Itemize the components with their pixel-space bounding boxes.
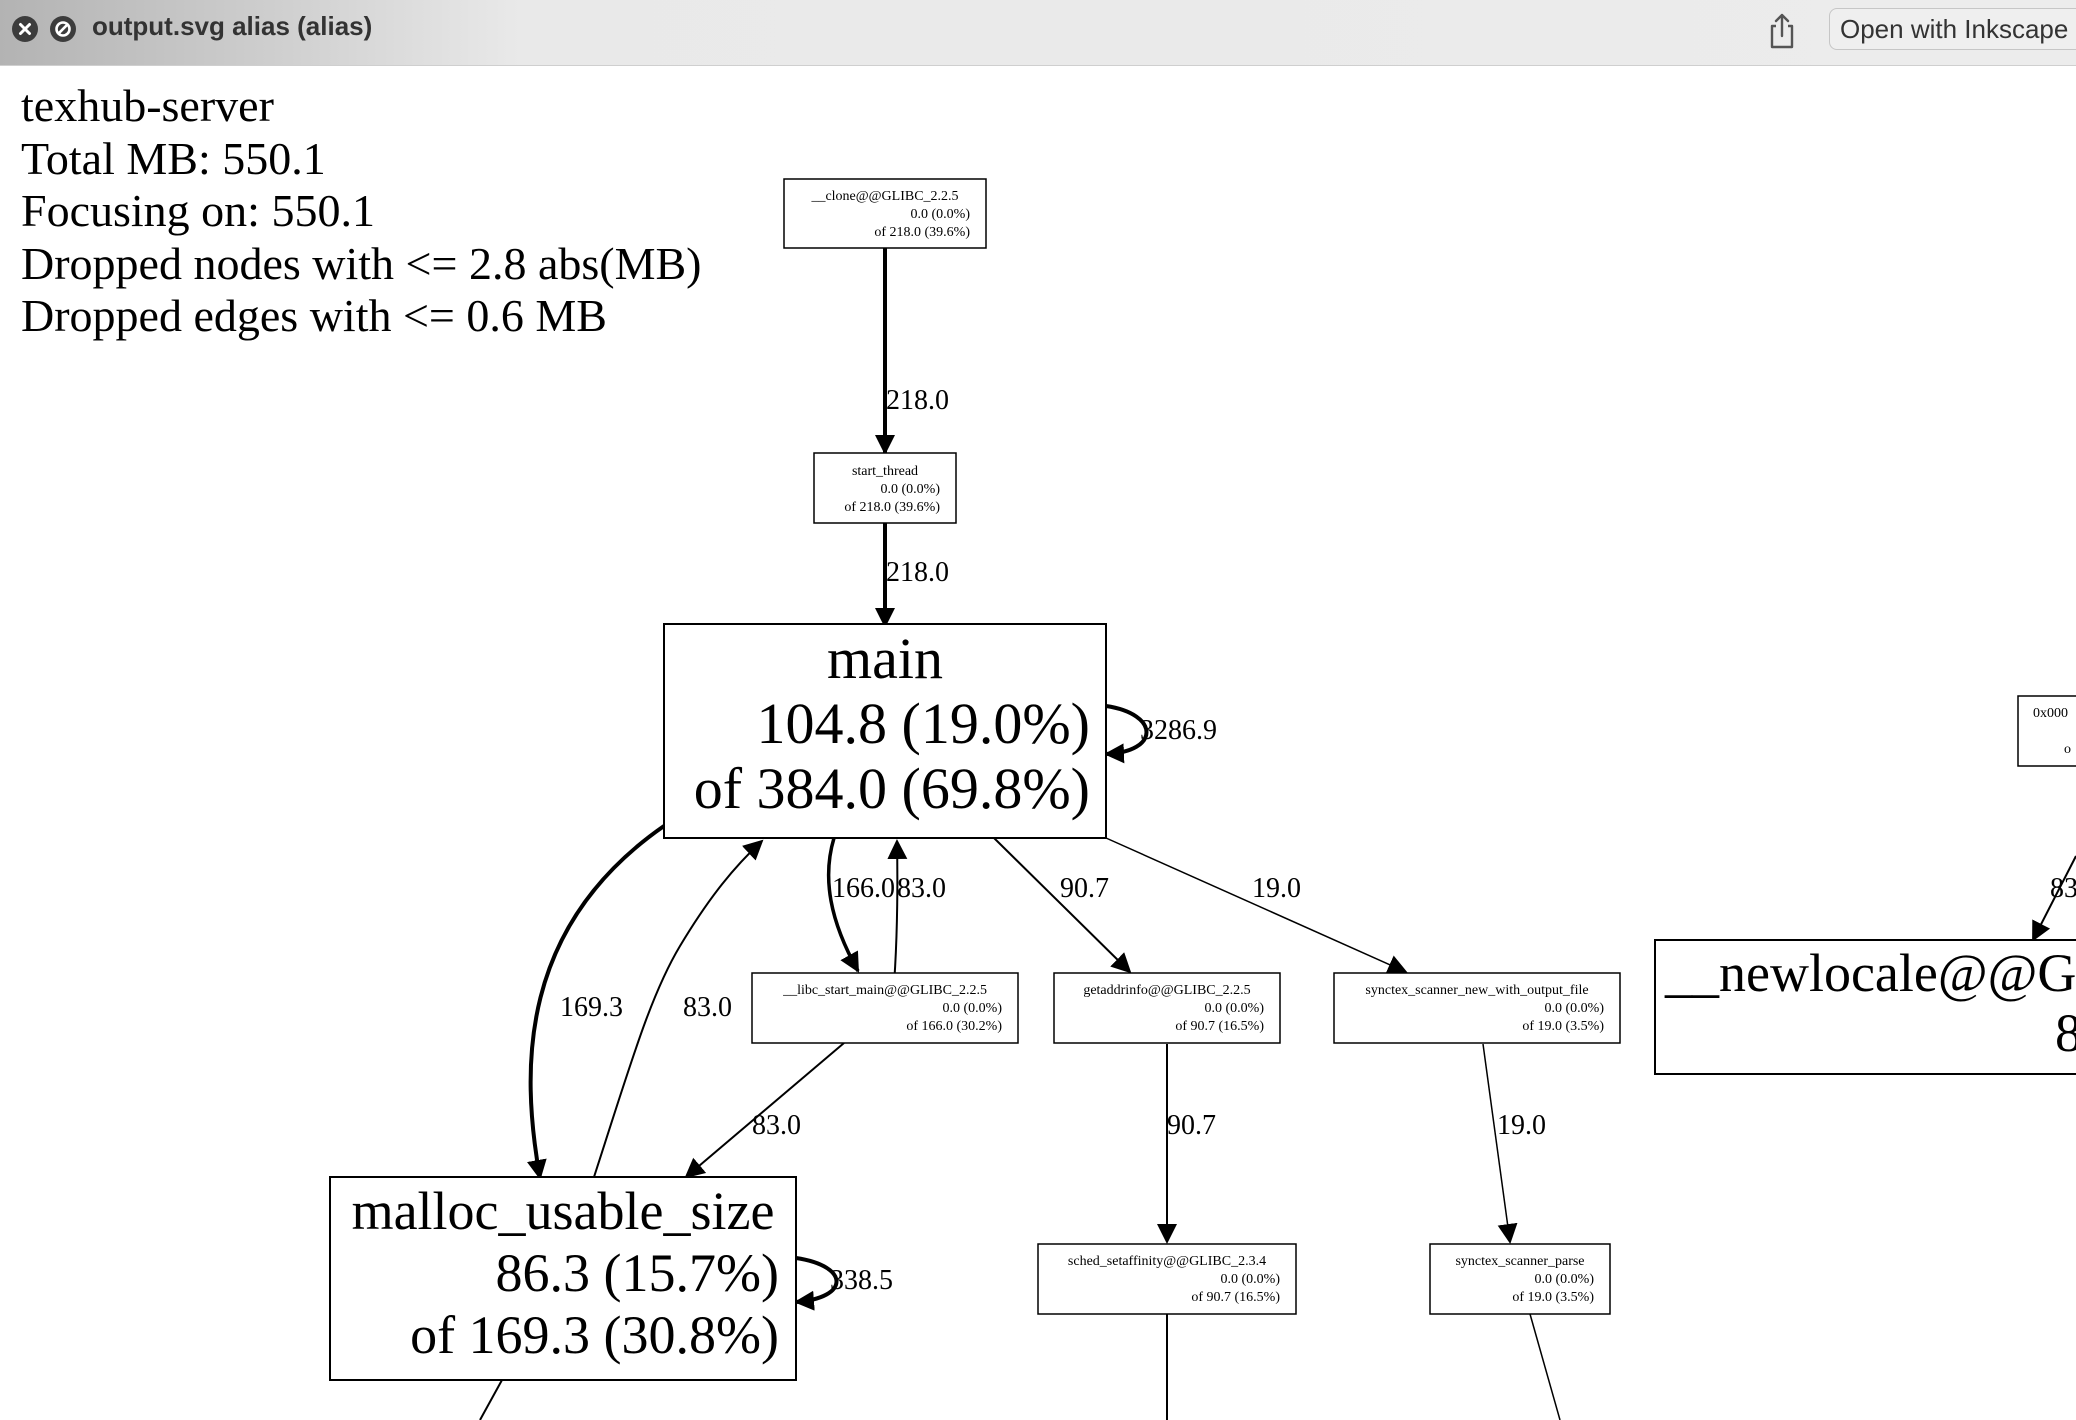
node-malloc-usable-size[interactable]: malloc_usable_size 86.3 (15.7%) of 169.3… [329, 1176, 797, 1381]
edge-label: 83.0 [897, 873, 946, 904]
legend-focus: Focusing on: 550.1 [21, 185, 375, 236]
node-main[interactable]: main 104.8 (19.0%) of 384.0 (69.8%) [663, 623, 1107, 839]
node-cum: of 166.0 (30.2%) [906, 1019, 1002, 1034]
node-cum: of 169.3 (30.8%) [410, 1305, 779, 1365]
node-name: __libc_start_main@@GLIBC_2.2.5 [782, 983, 987, 998]
edge-malloc-outgoing [479, 1379, 503, 1420]
no-entry-icon [55, 21, 71, 37]
graph-legend: texhub-server Total MB: 550.1 Focusing o… [21, 80, 701, 343]
node-clone[interactable]: __clone@@GLIBC_2.2.5 0.0 (0.0%) of 218.0… [783, 178, 987, 249]
share-icon [1770, 13, 1794, 49]
node-flat: 0.0 (0.0%) [1221, 1272, 1281, 1287]
node-flat: 0.0 (0.0%) [1205, 1001, 1265, 1016]
window-title: output.svg alias (alias) [92, 11, 373, 41]
node-name: __clone@@GLIBC_2.2.5 [810, 189, 958, 204]
node-flat: 0.0 (0.0%) [1545, 1001, 1605, 1016]
minimize-button[interactable] [50, 16, 76, 42]
node-name: __newlocale@@G [1664, 943, 2076, 1003]
node-name: getaddrinfo@@GLIBC_2.2.5 [1083, 983, 1250, 998]
node-getaddrinfo[interactable]: getaddrinfo@@GLIBC_2.2.5 0.0 (0.0%) of 9… [1053, 972, 1281, 1044]
node-flat: 0.0 (0.0%) [911, 207, 971, 222]
node-flat: 104.8 (19.0%) [757, 691, 1090, 756]
edge-label: 90.7 [1060, 873, 1109, 904]
node-flat: 0.0 (0.0%) [1535, 1272, 1595, 1287]
edge-label: 218.0 [886, 385, 949, 416]
node-name: sched_setaffinity@@GLIBC_2.3.4 [1068, 1254, 1266, 1269]
node-start-thread[interactable]: start_thread 0.0 (0.0%) of 218.0 (39.6%) [813, 452, 957, 524]
node-name: main [827, 626, 943, 691]
node-name: synctex_scanner_new_with_output_file [1365, 983, 1588, 998]
edge-label: 90.7 [1167, 1110, 1216, 1141]
legend-dropped-edges: Dropped edges with <= 0.6 MB [21, 290, 607, 341]
edge-main-to-libc-start-main: 166.0 [826, 837, 895, 973]
node-cum: of 19.0 (3.5%) [1522, 1019, 1604, 1034]
edge-malloc-self-loop: 338.5 [794, 1256, 893, 1311]
edge-hex-to-newlocale: 83 [2032, 855, 2076, 942]
node-newlocale[interactable]: __newlocale@@G 8 [1654, 939, 2076, 1075]
edge-getaddrinfo-to-sched-setaffinity: 90.7 [1157, 1044, 1216, 1244]
share-button[interactable] [1766, 10, 1798, 50]
edge-synctex-new-to-parse: 19.0 [1482, 1043, 1546, 1244]
legend-total: Total MB: 550.1 [21, 132, 326, 184]
node-name: synctex_scanner_parse [1455, 1254, 1584, 1269]
node-cum: of 90.7 (16.5%) [1191, 1290, 1280, 1305]
open-with-inkscape-button[interactable]: Open with Inkscape [1829, 8, 2076, 50]
edge-main-self-loop: 3286.9 [1104, 704, 1217, 764]
node-sched-setaffinity[interactable]: sched_setaffinity@@GLIBC_2.3.4 0.0 (0.0%… [1037, 1243, 1297, 1315]
close-icon [19, 23, 31, 35]
legend-dropped-nodes: Dropped nodes with <= 2.8 abs(MB) [21, 237, 702, 289]
edge-main-to-getaddrinfo: 90.7 [993, 837, 1132, 974]
edge-malloc-usable-size-to-main: 83.0 [593, 839, 764, 1178]
edge-label: 19.0 [1497, 1110, 1546, 1141]
node-hex-address[interactable]: 0x000 o [2017, 695, 2076, 767]
graph-canvas: texhub-server Total MB: 550.1 Focusing o… [0, 66, 2076, 1420]
close-button[interactable] [12, 16, 38, 42]
edge-label: 19.0 [1252, 873, 1301, 904]
edge-parse-outgoing [1529, 1313, 1561, 1420]
node-cum: o [2064, 742, 2071, 757]
node-flat: 0.0 (0.0%) [881, 482, 941, 497]
node-name: malloc_usable_size [352, 1181, 775, 1241]
node-cum: of 218.0 (39.6%) [844, 500, 940, 515]
edge-label: 3286.9 [1140, 715, 1217, 746]
edge-label: 83 [2050, 873, 2076, 904]
edge-clone-to-start-thread: 218.0 [875, 246, 949, 455]
node-libc-start-main[interactable]: __libc_start_main@@GLIBC_2.2.5 0.0 (0.0%… [751, 972, 1019, 1044]
node-flat: 8 [2055, 1003, 2076, 1063]
edge-label: 218.0 [886, 557, 949, 588]
window-titlebar: output.svg alias (alias) Open with Inksc… [0, 0, 2076, 66]
edge-start-thread-to-main: 218.0 [875, 523, 949, 628]
edge-label: 166.0 [832, 873, 895, 904]
edge-libc-start-main-to-malloc: 83.0 [684, 1042, 845, 1179]
edge-main-to-synctex-new: 19.0 [1105, 837, 1408, 974]
edge-label: 169.3 [560, 992, 623, 1023]
edge-label: 83.0 [683, 992, 732, 1023]
node-cum: of 384.0 (69.8%) [694, 756, 1090, 821]
call-graph: 218.0 218.0 3286.9 166.0 83.0 90.7 19.0 [329, 178, 2076, 1420]
node-cum: of 90.7 (16.5%) [1175, 1019, 1264, 1034]
edge-label: 83.0 [752, 1110, 801, 1141]
node-flat: 86.3 (15.7%) [496, 1243, 779, 1303]
edge-label: 338.5 [830, 1265, 893, 1296]
node-name: 0x000 [2033, 706, 2068, 721]
legend-program-name: texhub-server [21, 80, 274, 131]
node-cum: of 218.0 (39.6%) [874, 225, 970, 240]
node-synctex-scanner-parse[interactable]: synctex_scanner_parse 0.0 (0.0%) of 19.0… [1429, 1243, 1611, 1315]
node-cum: of 19.0 (3.5%) [1512, 1290, 1594, 1305]
node-flat: 0.0 (0.0%) [943, 1001, 1003, 1016]
node-name: start_thread [852, 464, 918, 479]
node-synctex-scanner-new[interactable]: synctex_scanner_new_with_output_file 0.0… [1333, 972, 1621, 1044]
edge-main-to-malloc-usable-size: 169.3 [526, 824, 666, 1180]
